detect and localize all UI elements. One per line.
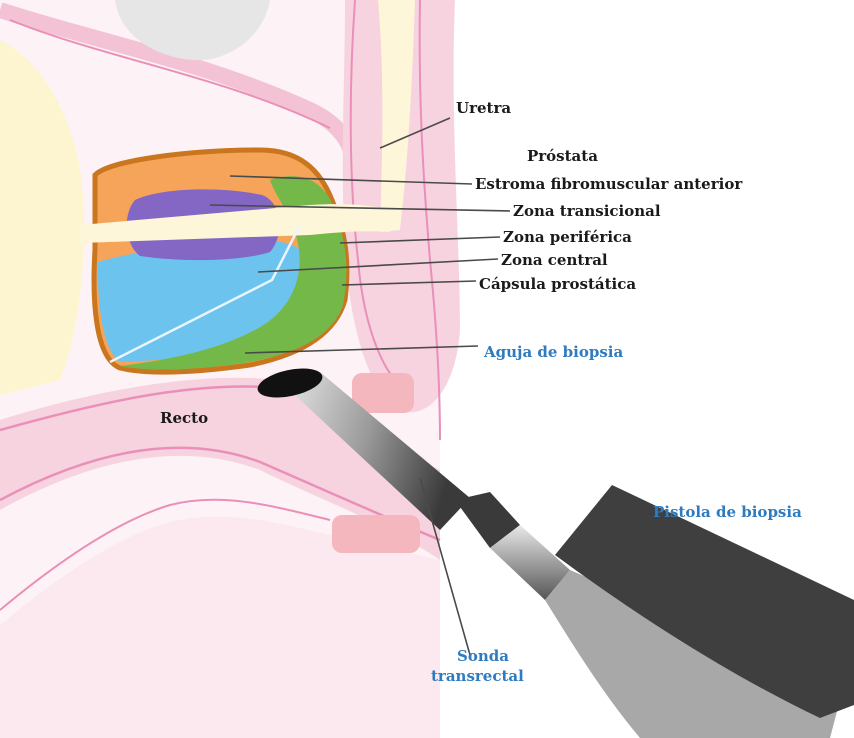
label-capsula: Cápsula prostática	[479, 275, 636, 293]
label-zona-transicional: Zona transicional	[513, 202, 661, 220]
label-zona-central: Zona central	[501, 251, 608, 269]
label-zona-periferica: Zona periférica	[503, 228, 632, 246]
label-recto: Recto	[160, 409, 208, 427]
sphincter-block-lower	[332, 515, 420, 553]
label-prostata: Próstata	[527, 147, 598, 165]
label-uretra: Uretra	[456, 99, 511, 117]
label-pistola: Pistola de biopsia	[653, 503, 802, 521]
label-sonda-line2: transrectal	[431, 667, 524, 685]
label-sonda-line1: Sonda	[457, 647, 509, 665]
label-estroma: Estroma fibromuscular anterior	[475, 175, 743, 193]
label-aguja: Aguja de biopsia	[483, 343, 623, 361]
